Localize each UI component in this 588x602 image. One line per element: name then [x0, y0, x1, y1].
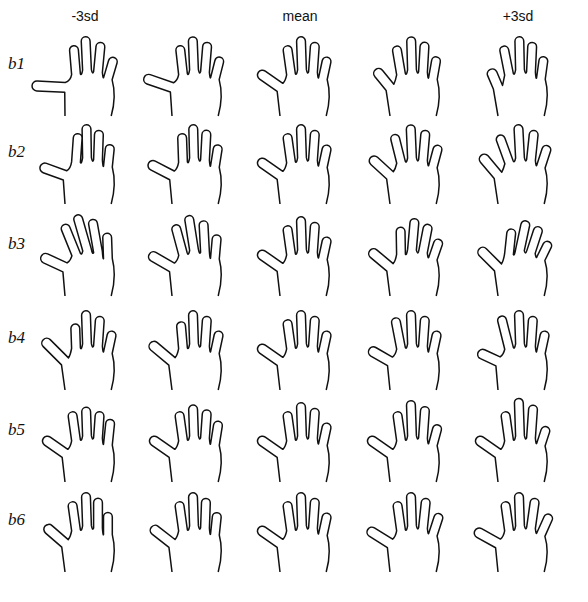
hand-outline — [42, 311, 116, 390]
hand-outline — [150, 493, 221, 572]
hand-outline — [40, 125, 114, 204]
hand-outline — [257, 311, 330, 390]
hand-outline — [44, 493, 114, 572]
hand-outline — [257, 125, 330, 204]
hand-outline — [368, 311, 440, 390]
hand-outline — [257, 403, 330, 482]
hand-outline — [257, 493, 330, 572]
mode-label: b5 — [8, 420, 25, 440]
hand-outline — [148, 125, 222, 204]
hand-outline — [42, 407, 114, 482]
mode-label: b4 — [8, 328, 25, 348]
hand-outline — [478, 311, 549, 390]
hand-outline — [478, 221, 552, 296]
hand-outline — [369, 219, 443, 296]
hand-outline — [367, 493, 443, 572]
hand-outline — [367, 401, 441, 482]
hand-outline — [149, 216, 222, 296]
hand-outline — [41, 215, 115, 296]
hand-outline — [487, 37, 547, 116]
column-header: mean — [282, 8, 317, 24]
hand-outline — [32, 37, 117, 116]
mode-label: b6 — [8, 510, 25, 530]
hand-outline — [149, 405, 222, 482]
hand-outline — [257, 217, 330, 296]
column-header: +3sd — [503, 8, 534, 24]
hand-outline — [479, 125, 550, 204]
mode-label: b3 — [8, 234, 25, 254]
hand-outline — [257, 37, 330, 116]
hand-outline — [149, 311, 223, 390]
hand-outline — [475, 398, 549, 482]
hand-outline — [374, 37, 441, 116]
hand-outline — [369, 125, 442, 204]
hand-outline — [144, 37, 224, 116]
mode-label: b2 — [8, 142, 25, 162]
column-header: -3sd — [71, 8, 98, 24]
hand-outline — [474, 493, 552, 572]
mode-label: b1 — [8, 54, 25, 74]
